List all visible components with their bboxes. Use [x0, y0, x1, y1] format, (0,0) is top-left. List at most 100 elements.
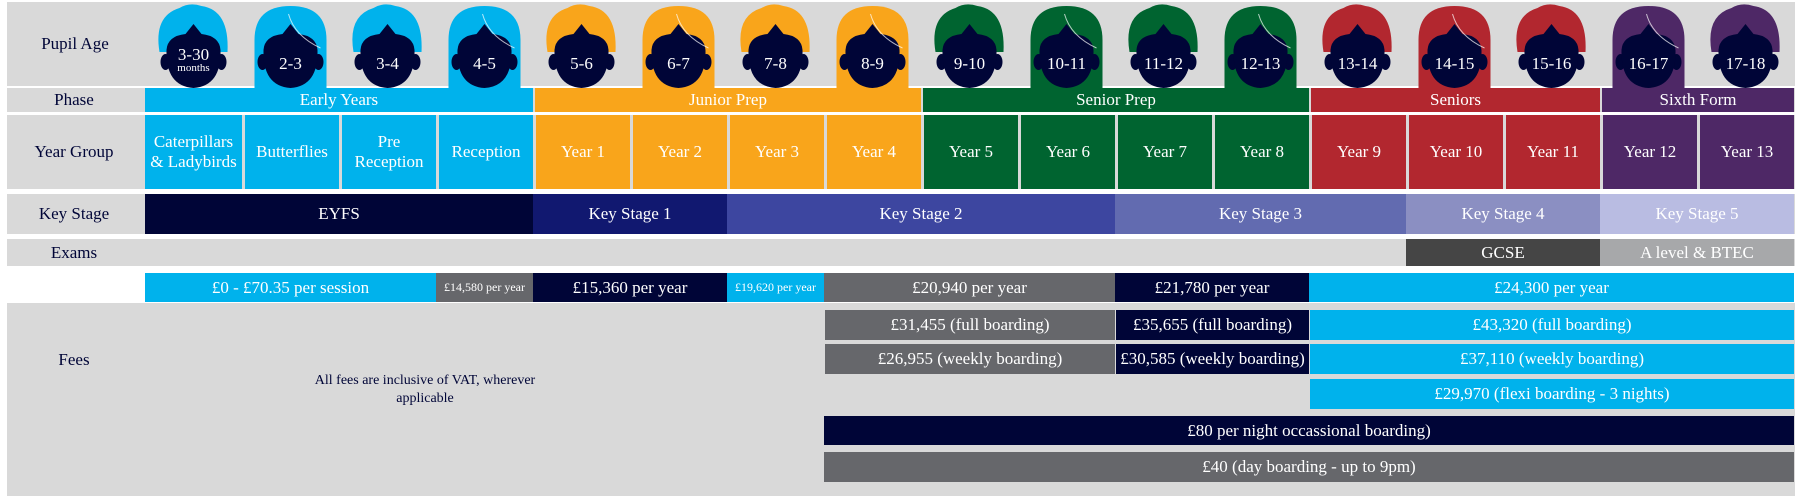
phases-cell: Seniors: [1311, 88, 1600, 112]
head-icon: [1418, 6, 1491, 112]
year-group-cell: Year 11: [1506, 115, 1600, 189]
head-icon: [158, 4, 228, 88]
pupil-face-boy: 11-12: [1115, 0, 1212, 112]
head-icon: [1612, 6, 1685, 112]
pupil-face-girl: 4-5: [436, 0, 533, 112]
year-group-cell: Pre Reception: [342, 115, 436, 189]
year-group-cell: Year 4: [827, 115, 921, 189]
key-stages-cell: Key Stage 4: [1406, 194, 1600, 234]
pupil-face-girl: 16-17: [1600, 0, 1697, 112]
head-icon: [352, 4, 422, 88]
year-group-cell: Year 3: [730, 115, 824, 189]
age-value: 3-30: [177, 45, 210, 64]
phases-cell: Junior Prep: [535, 88, 921, 112]
age-unit: months: [177, 62, 210, 74]
label-key-stage: Key Stage: [38, 204, 110, 224]
age-label: 16-17: [1600, 55, 1697, 72]
head-icon: [1516, 4, 1586, 88]
age-label: 10-11: [1018, 55, 1115, 72]
vat-note: All fees are inclusive of VAT, wherever …: [314, 373, 536, 407]
age-label: 6-7: [630, 55, 727, 72]
label-fees: Fees: [58, 350, 90, 370]
age-label: 5-6: [533, 55, 630, 72]
age-value: 9-10: [953, 54, 986, 73]
exams-cell: A level & BTEC: [1600, 239, 1794, 266]
year-group-cell: Year 6: [1021, 115, 1115, 189]
age-value: 11-12: [1143, 54, 1184, 73]
pupil-face-boy: 13-14: [1309, 0, 1406, 112]
age-value: 7-8: [764, 54, 787, 73]
fees-weekly-boarding-cell: £30,585 (weekly boarding): [1116, 344, 1309, 374]
fees-flexi-cell: £29,970 (flexi boarding - 3 nights): [1310, 379, 1794, 409]
age-label: 11-12: [1115, 55, 1212, 72]
fees-full-boarding-cell: £31,455 (full boarding): [825, 310, 1115, 340]
key-stages-cell: Key Stage 5: [1600, 194, 1794, 234]
year-group-cell: Reception: [439, 115, 533, 189]
year-group-cell: Year 10: [1409, 115, 1503, 189]
phases-cell: Senior Prep: [923, 88, 1309, 112]
fees-day-boarding-cell: £40 (day boarding - up to 9pm): [824, 452, 1794, 482]
fees-day-cell: £0 - £70.35 per session: [145, 273, 436, 302]
age-label: 14-15: [1406, 55, 1503, 72]
year-group-cell: Year 1: [536, 115, 630, 189]
fees-occasional-cell: £80 per night occassional boarding): [824, 416, 1794, 445]
pupil-face-boy: 9-10: [921, 0, 1018, 112]
age-label: 13-14: [1309, 55, 1406, 72]
head-icon: [934, 4, 1004, 88]
age-value: 8-9: [861, 54, 884, 73]
label-exams: Exams: [50, 242, 98, 262]
pupil-face-girl: 12-13: [1212, 0, 1309, 112]
pupil-face-girl: 8-9: [824, 0, 921, 112]
age-value: 2-3: [279, 54, 302, 73]
age-label: 8-9: [824, 55, 921, 72]
age-value: 14-15: [1434, 54, 1475, 73]
year-group-cell: Year 13: [1700, 115, 1794, 189]
head-icon: [740, 4, 810, 88]
year-group-cell: Year 8: [1215, 115, 1309, 189]
year-group-cell: Year 7: [1118, 115, 1212, 189]
year-group-cell: Year 12: [1603, 115, 1697, 189]
year-group-cell: Year 9: [1312, 115, 1406, 189]
year-group-cell: Butterflies: [245, 115, 339, 189]
age-value: 3-4: [376, 54, 399, 73]
age-value: 13-14: [1337, 54, 1378, 73]
age-label: 15-16: [1503, 55, 1600, 72]
phases-cell: Sixth Form: [1602, 88, 1794, 112]
key-stages-cell: Key Stage 3: [1115, 194, 1406, 234]
age-value: 4-5: [473, 54, 496, 73]
pupil-face-girl: 14-15: [1406, 0, 1503, 112]
age-label: 9-10: [921, 55, 1018, 72]
fees-full-boarding-cell: £35,655 (full boarding): [1116, 310, 1309, 340]
head-icon: [836, 6, 909, 112]
exams-cell: GCSE: [1406, 239, 1600, 266]
fees-day-cell: £20,940 per year: [824, 273, 1115, 302]
fees-day-cell: £15,360 per year: [533, 273, 727, 302]
label-year-group: Year Group: [34, 142, 114, 162]
head-icon: [254, 6, 327, 112]
age-label: 12-13: [1212, 55, 1309, 72]
age-value: 6-7: [667, 54, 690, 73]
head-icon: [1322, 4, 1392, 88]
age-value: 15-16: [1531, 54, 1572, 73]
age-label: 17-18: [1697, 55, 1794, 72]
pupil-face-girl: 2-3: [242, 0, 339, 112]
key-stages-cell: EYFS: [145, 194, 533, 234]
head-icon: [448, 6, 521, 112]
age-value: 16-17: [1628, 54, 1669, 73]
year-group-cell: Year 5: [924, 115, 1018, 189]
key-stages-cell: Key Stage 2: [727, 194, 1115, 234]
pupil-face-girl: 6-7: [630, 0, 727, 112]
fees-full-boarding-cell: £43,320 (full boarding): [1310, 310, 1794, 340]
phases-cell: Early Years: [145, 88, 533, 112]
pupil-face-girl: 10-11: [1018, 0, 1115, 112]
head-icon: [1224, 6, 1297, 112]
fees-day-cell: £24,300 per year: [1309, 273, 1794, 302]
head-icon: [1710, 4, 1780, 88]
age-value: 10-11: [1046, 54, 1087, 73]
pupil-face-boy: 7-8: [727, 0, 824, 112]
pupil-face-boy: 5-6: [533, 0, 630, 112]
fees-day-cell: £21,780 per year: [1115, 273, 1309, 302]
